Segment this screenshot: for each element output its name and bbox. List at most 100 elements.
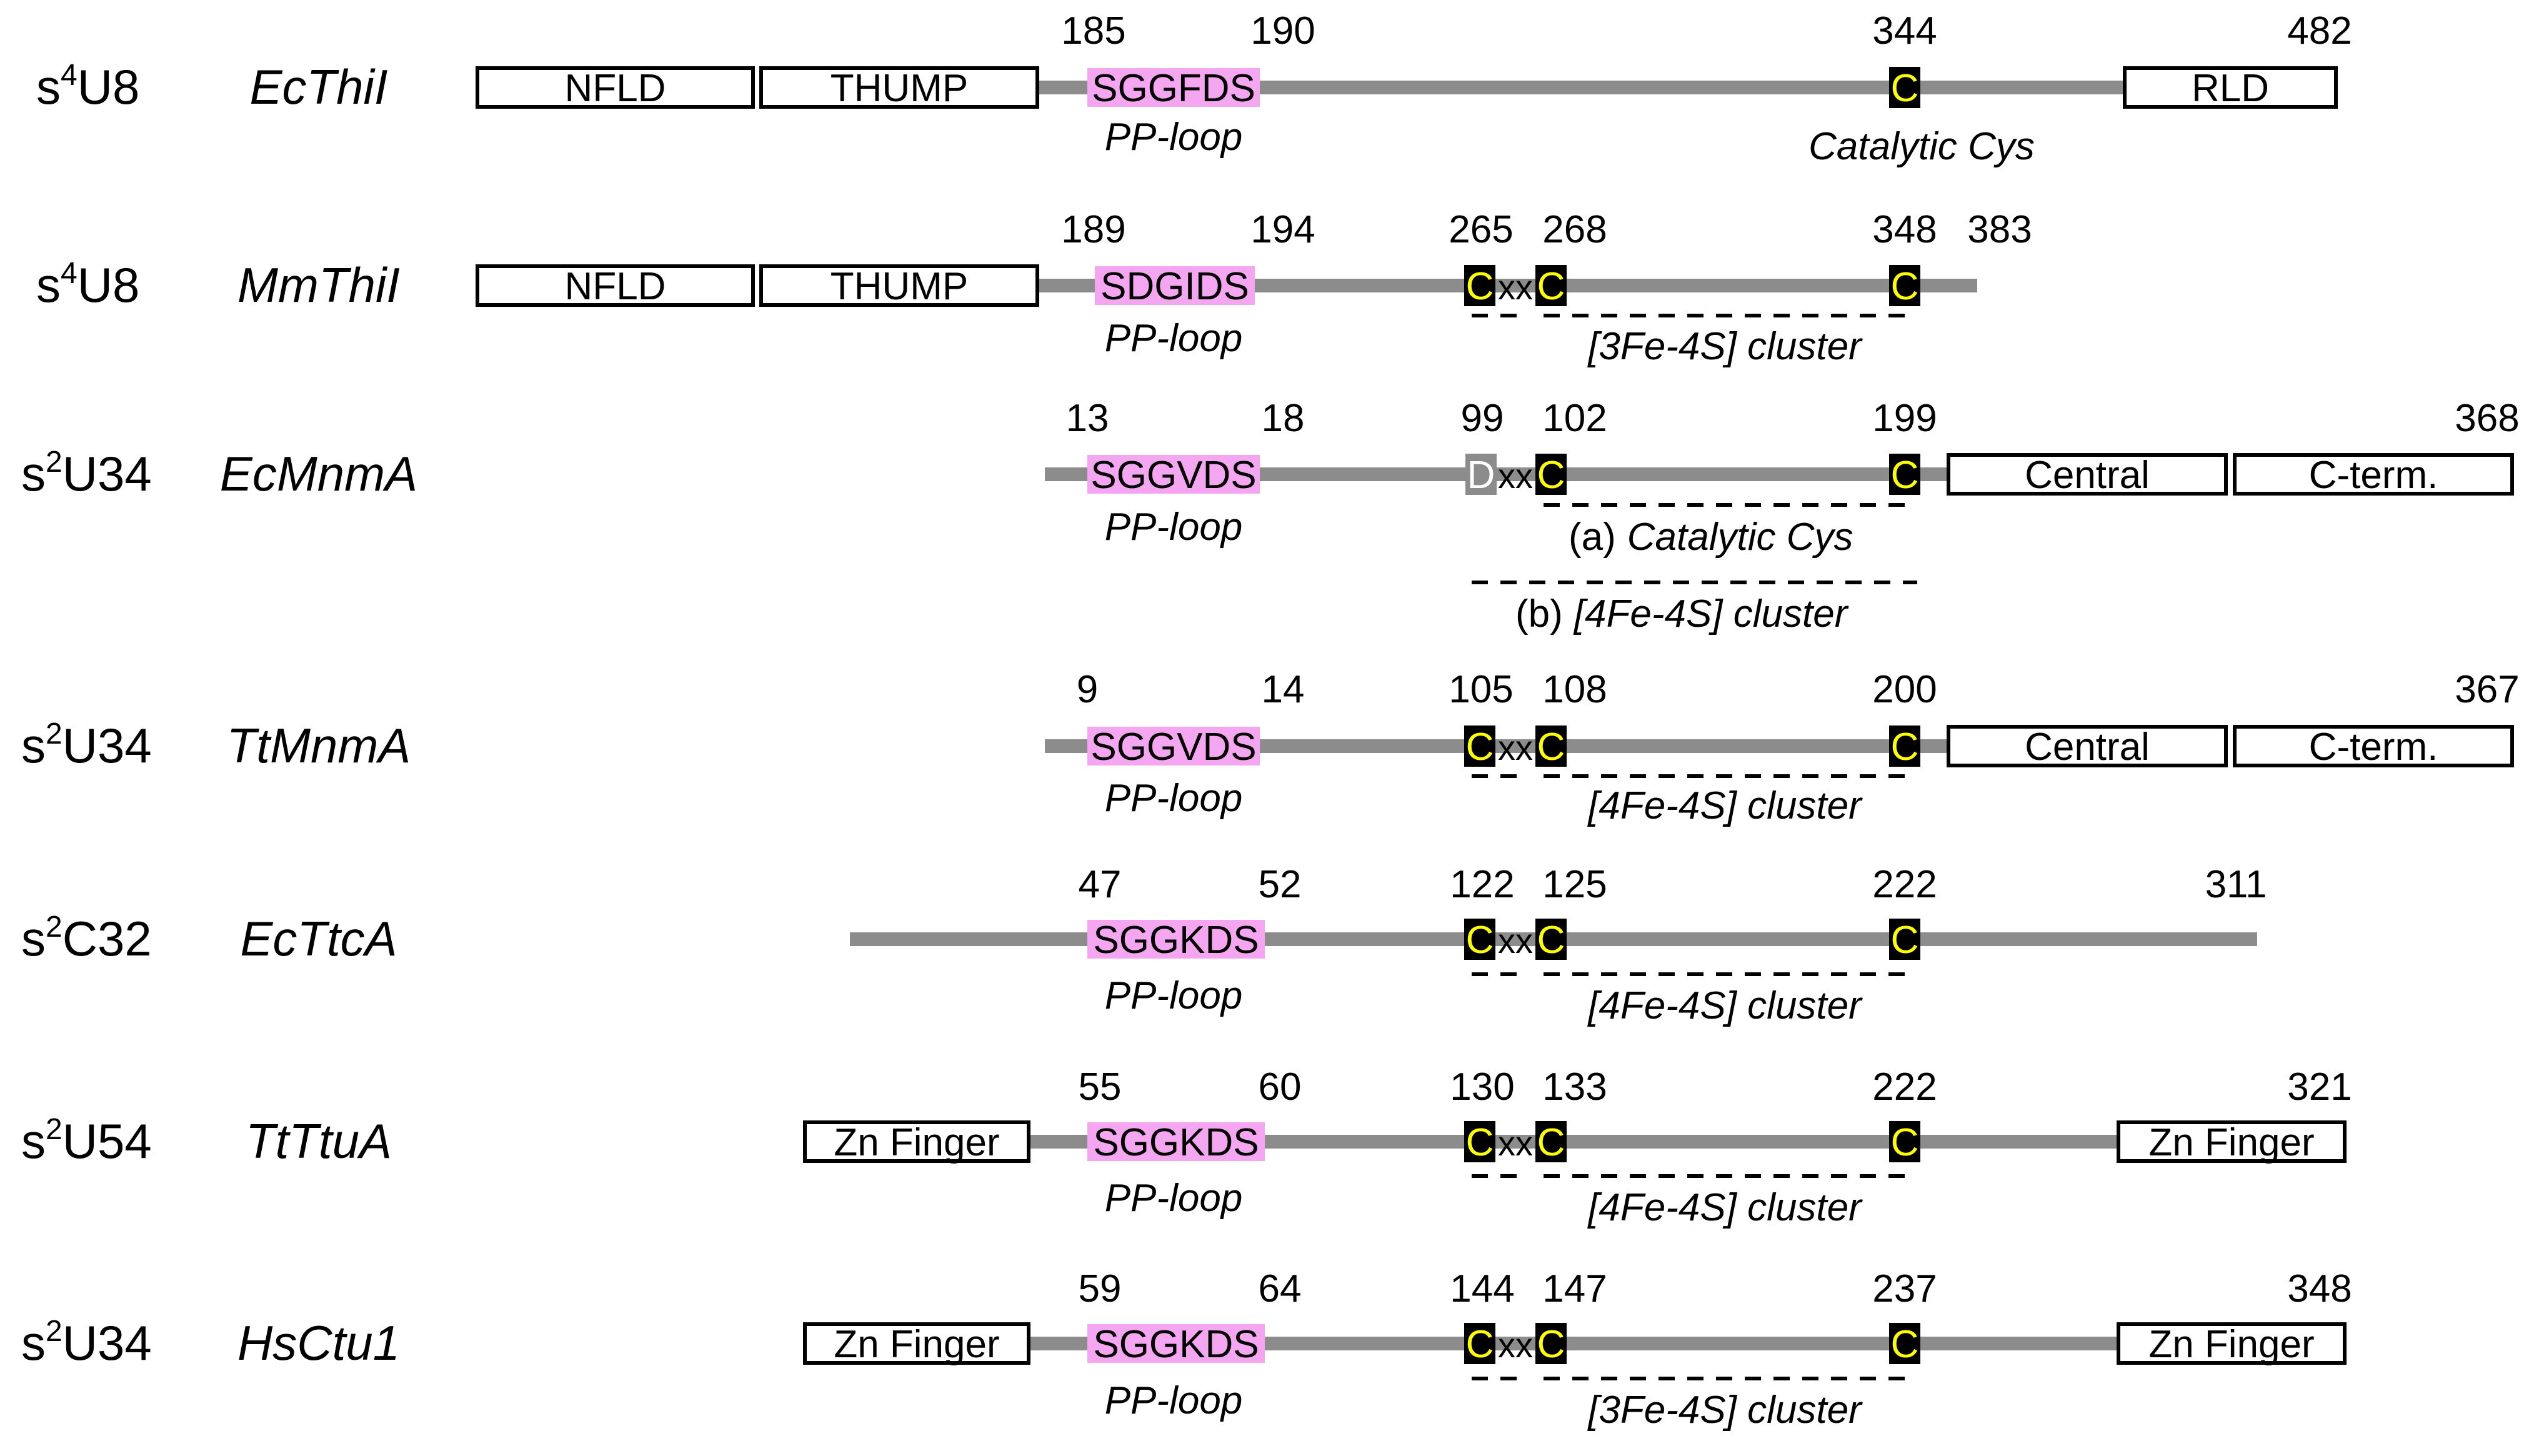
pp-loop-label: PP-loop [1105, 317, 1243, 360]
cysteine-residue-letter: C [1891, 1121, 1919, 1164]
pp-loop-motif [1087, 68, 1260, 107]
pp-loop-label: PP-loop [1105, 1379, 1243, 1422]
modification-label: s4U8 [36, 59, 139, 114]
modification-target: U34 [62, 446, 152, 501]
pp-loop-motif [1087, 1324, 1265, 1363]
cysteine-residue-letter: C [1466, 919, 1494, 962]
cysteine-residue-box [1889, 726, 1920, 767]
domain-label: C-term. [2309, 454, 2438, 497]
cysteine-residue-box [1889, 919, 1920, 960]
modification-target: U34 [62, 718, 152, 773]
annotation-label: [3Fe-4S] cluster [1587, 1389, 1863, 1432]
cysteine-residue-box [1464, 726, 1495, 767]
domain-box [2117, 1120, 2347, 1163]
residue-number: 199 [1872, 397, 1937, 440]
cysteine-residue-box [1535, 919, 1567, 960]
residue-number: 59 [1079, 1267, 1122, 1310]
residue-number: 105 [1449, 668, 1513, 711]
modification-position-superscript: 2 [46, 910, 62, 944]
cysteine-residue-box [1464, 919, 1495, 960]
species-name: TtMnmA [227, 718, 411, 773]
cysteine-residue-letter: C [1537, 265, 1565, 308]
pp-loop-sequence: SGGVDS [1090, 726, 1256, 769]
cysteine-residue-letter: C [1891, 1323, 1919, 1366]
domain-box [1947, 725, 2228, 767]
cysteine-residue-letter: C [1537, 1121, 1565, 1164]
pp-loop-sequence: SDGIDS [1100, 265, 1249, 308]
spacer-label: xx [1498, 456, 1533, 496]
annotation-a-text: Catalytic Cys [1627, 516, 1853, 559]
modification-base: s [21, 911, 46, 966]
domain-box [1947, 453, 2228, 496]
modification-position-superscript: 2 [46, 1315, 62, 1348]
cysteine-residue-letter: C [1537, 726, 1565, 769]
aspartate-residue-letter: D [1467, 454, 1495, 497]
pp-loop-sequence: SGGFDS [1092, 67, 1255, 110]
domain-box [476, 66, 755, 109]
modification-label: s2C32 [21, 910, 152, 966]
annotation-a: (a)Catalytic Cys [1569, 516, 1853, 559]
cysteine-residue-box [1535, 265, 1567, 306]
domain-box [2233, 453, 2514, 496]
domain-label: Zn Finger [834, 1121, 999, 1164]
residue-number: 311 [2205, 863, 2267, 906]
domain-box [759, 66, 1039, 109]
residue-number: 60 [1259, 1065, 1302, 1109]
modification-base: s [36, 59, 61, 114]
modification-base: s [21, 718, 46, 773]
residue-number: 265 [1449, 208, 1513, 251]
spacer-label: xx [1498, 728, 1533, 767]
pp-loop-sequence: SGGKDS [1093, 1121, 1259, 1164]
domain-box [759, 264, 1039, 307]
cysteine-residue-box [1535, 1323, 1567, 1364]
residue-number: 237 [1872, 1267, 1937, 1310]
cysteine-residue-letter: C [1537, 919, 1565, 962]
modification-base: s [21, 1315, 46, 1370]
cysteine-residue-box [1464, 265, 1495, 306]
annotation-label: [4Fe-4S] cluster [1587, 984, 1863, 1027]
domain-label: Central [2025, 454, 2150, 497]
residue-number: 190 [1250, 9, 1315, 52]
residue-number: 133 [1542, 1065, 1607, 1109]
annotation-b-text: [4Fe-4S] cluster [1573, 592, 1849, 636]
domain-box [2123, 66, 2338, 109]
cysteine-residue-letter: C [1891, 454, 1919, 497]
modification-base: s [21, 1114, 46, 1169]
residue-number: 367 [2455, 668, 2519, 711]
cysteine-residue-letter: C [1891, 67, 1919, 110]
residue-number: 130 [1450, 1065, 1514, 1109]
domain-label: THUMP [831, 265, 968, 308]
annotation-b: (b)[4Fe-4S] cluster [1515, 592, 1849, 636]
pp-loop-motif [1087, 455, 1260, 494]
species-name: EcTtcA [240, 911, 397, 966]
cysteine-residue-letter: C [1891, 919, 1919, 962]
domain-label: Zn Finger [2148, 1323, 2314, 1366]
pp-loop-motif [1087, 1122, 1265, 1161]
spacer-label: xx [1498, 267, 1533, 307]
backbone-line [1045, 739, 1948, 753]
species-name: MmThiI [237, 257, 400, 312]
cysteine-residue-box [1889, 1323, 1920, 1364]
cysteine-residue-letter: C [1891, 265, 1919, 308]
species-name: HsCtu1 [237, 1315, 400, 1370]
domain-box [2117, 1322, 2347, 1365]
backbone-line [1037, 279, 1977, 292]
residue-number: 189 [1061, 208, 1125, 251]
annotation-label: [4Fe-4S] cluster [1587, 1186, 1863, 1229]
cysteine-residue-letter: C [1466, 1323, 1494, 1366]
cysteine-residue-box [1889, 67, 1920, 108]
residue-number: 147 [1542, 1267, 1607, 1310]
domain-label: Zn Finger [834, 1323, 999, 1366]
pp-loop-motif [1087, 920, 1265, 959]
cysteine-residue-letter: C [1466, 1121, 1494, 1164]
domain-box [476, 264, 755, 307]
residue-number: 122 [1450, 863, 1514, 906]
domain-box [2233, 725, 2514, 767]
residue-number: 18 [1262, 397, 1305, 440]
cysteine-residue-box [1535, 726, 1567, 767]
cysteine-residue-box [1889, 1121, 1920, 1162]
residue-number: 222 [1872, 863, 1937, 906]
modification-label: s4U8 [36, 257, 139, 312]
residue-number: 321 [2287, 1065, 2352, 1109]
